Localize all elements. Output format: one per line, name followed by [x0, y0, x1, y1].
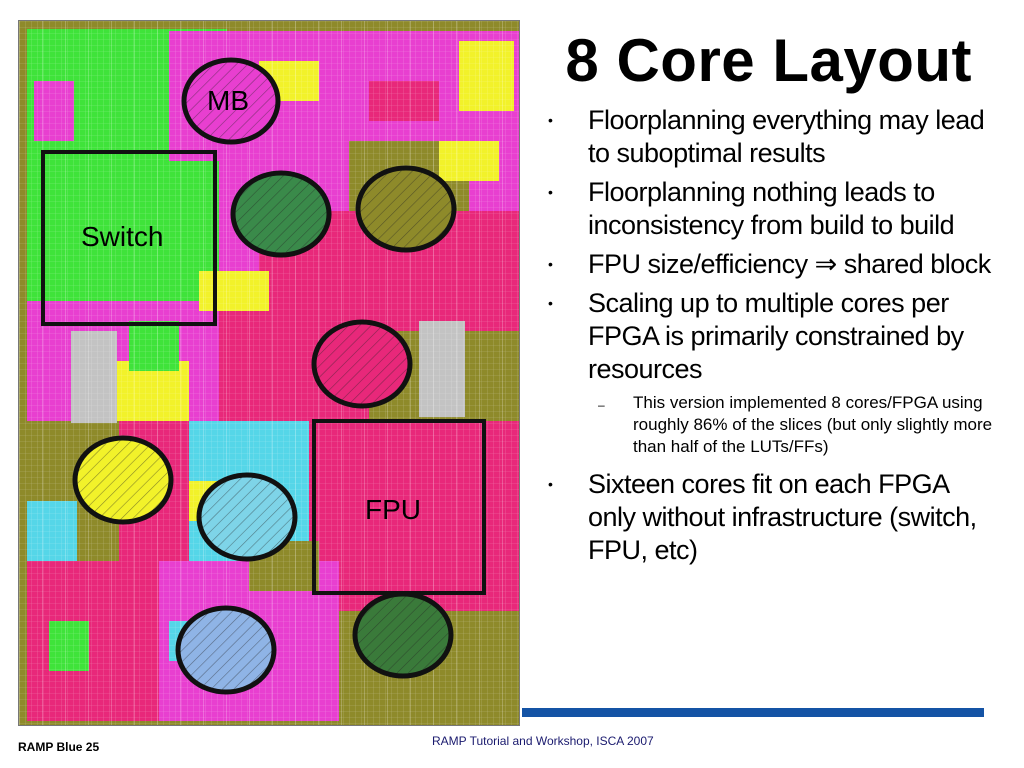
- bullet-item: • Scaling up to multiple cores per FPGA …: [540, 287, 1000, 386]
- bullet-text: FPU size/efficiency ⇒ shared block: [588, 249, 991, 279]
- bullet-glyph: •: [548, 476, 553, 492]
- slide-title: 8 Core Layout: [565, 27, 972, 94]
- bullet-glyph: •: [548, 112, 553, 128]
- bullet-glyph: •: [548, 256, 553, 272]
- floorplan-graphic: [19, 21, 519, 725]
- footer-slide-number: RAMP Blue 25: [18, 740, 100, 754]
- bullet-list: • Floorplanning everything may lead to s…: [540, 104, 1000, 573]
- bullet-text: Sixteen cores fit on each FPGA only with…: [588, 469, 977, 565]
- fpu-label: FPU: [365, 494, 421, 525]
- bullet-item: • Sixteen cores fit on each FPGA only wi…: [540, 468, 1000, 567]
- core-circles: [72, 57, 457, 695]
- footer-accent-bar: [522, 708, 984, 717]
- sub-bullet-text: This version implemented 8 cores/FPGA us…: [633, 393, 993, 456]
- bullet-item: • Floorplanning everything may lead to s…: [540, 104, 1000, 170]
- sub-bullet-item: – This version implemented 8 cores/FPGA …: [540, 392, 1000, 458]
- bullet-glyph: •: [548, 295, 553, 311]
- bullet-glyph: •: [548, 184, 553, 200]
- switch-label: Switch: [81, 221, 164, 252]
- switch-block-outline: [41, 150, 217, 326]
- mb-label: MB: [207, 85, 249, 116]
- bullet-item: • Floorplanning nothing leads to inconsi…: [540, 176, 1000, 242]
- bullet-text: Scaling up to multiple cores per FPGA is…: [588, 288, 964, 384]
- fpu-block-outline: [312, 419, 486, 595]
- sub-bullet-glyph: –: [598, 398, 605, 412]
- bullet-text: Floorplanning nothing leads to inconsist…: [588, 177, 955, 240]
- bullet-item: • FPU size/efficiency ⇒ shared block: [540, 248, 1000, 281]
- floorplan-image: MB Switch FPU: [18, 20, 520, 726]
- bullet-text: Floorplanning everything may lead to sub…: [588, 105, 985, 168]
- footer-event: RAMP Tutorial and Workshop, ISCA 2007: [432, 734, 654, 748]
